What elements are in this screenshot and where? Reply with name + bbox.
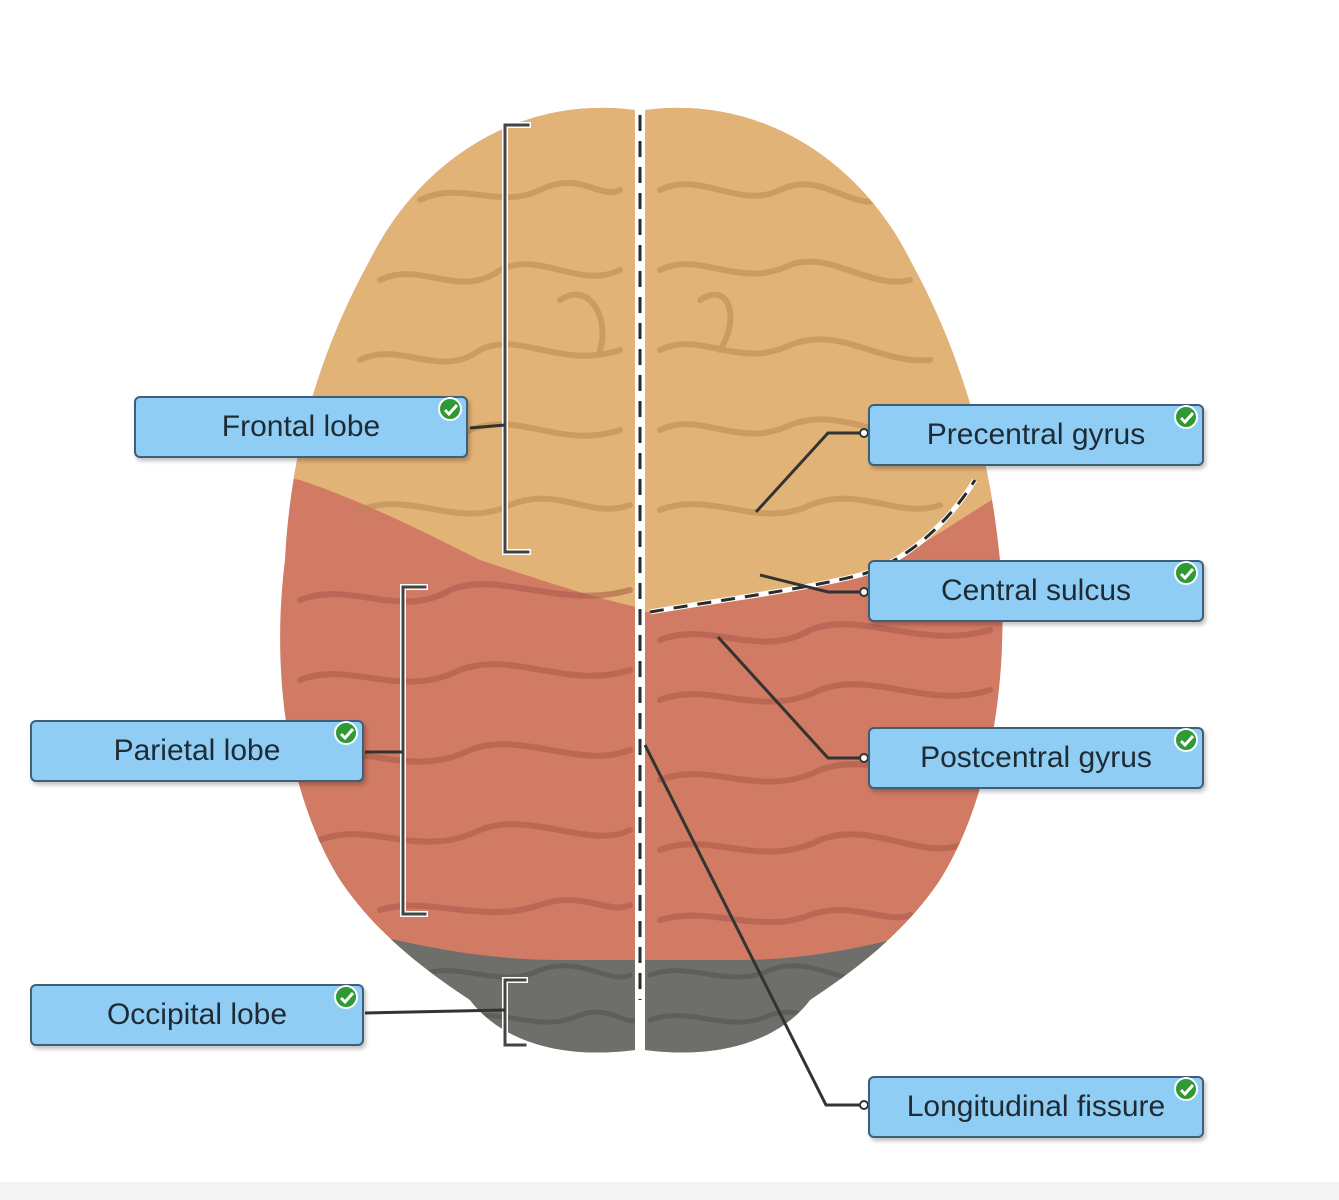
- parietal-lobe-text: Parietal lobe: [113, 734, 281, 767]
- check-circle-icon: [1174, 561, 1198, 585]
- check-circle-icon: [334, 721, 358, 745]
- postcentral-gyrus-text: Postcentral gyrus: [920, 741, 1152, 774]
- central-sulcus-label[interactable]: Central sulcus: [868, 560, 1204, 622]
- occipital-lobe-text: Occipital lobe: [106, 998, 288, 1031]
- frontal-lobe-text: Frontal lobe: [221, 410, 381, 443]
- central-sulcus-dash: [649, 479, 977, 614]
- bottom-strip: [0, 1182, 1339, 1200]
- check-circle-icon: [1174, 1077, 1198, 1101]
- precentral-gyrus-text: Precentral gyrus: [926, 418, 1146, 451]
- check-circle-icon: [438, 397, 462, 421]
- check-circle-icon: [1174, 405, 1198, 429]
- left-hemisphere: [280, 107, 635, 1053]
- frontal-lobe-label[interactable]: Frontal lobe: [134, 396, 468, 458]
- longitudinal-fissure-text: Longitudinal fissure: [906, 1090, 1166, 1123]
- leader-lines: [364, 423, 868, 1107]
- precentral-gyrus-label[interactable]: Precentral gyrus: [868, 404, 1204, 466]
- check-circle-icon: [334, 985, 358, 1009]
- check-circle-icon: [1174, 728, 1198, 752]
- longitudinal-fissure-label[interactable]: Longitudinal fissure: [868, 1076, 1204, 1138]
- occipital-lobe-label[interactable]: Occipital lobe: [30, 984, 364, 1046]
- postcentral-gyrus-label[interactable]: Postcentral gyrus: [868, 727, 1204, 789]
- parietal-lobe-label[interactable]: Parietal lobe: [30, 720, 364, 782]
- central-sulcus-text: Central sulcus: [940, 574, 1132, 607]
